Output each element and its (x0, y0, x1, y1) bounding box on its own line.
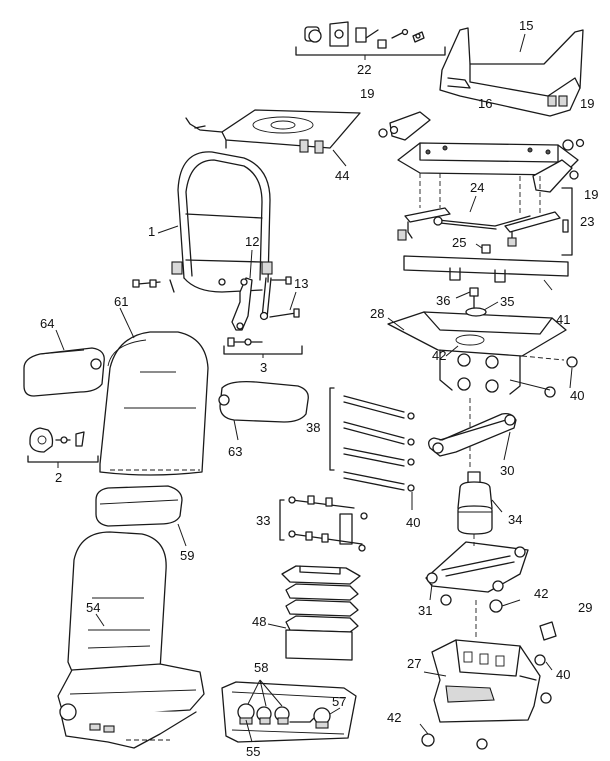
part-42-washer (421, 733, 435, 747)
part-61-backrest-cushion (99, 331, 209, 476)
backrest-bolts (132, 279, 161, 288)
callout-40-lower: 40 (556, 667, 570, 682)
part-30-scissor-link (428, 412, 517, 457)
callout-28: 28 (370, 306, 384, 321)
part-42-washer (476, 738, 488, 750)
part-34-air-spring (457, 471, 493, 535)
part-29-clip (539, 621, 557, 641)
part-59-seat-cushion (95, 485, 183, 527)
callout-15: 15 (519, 18, 533, 33)
part-28-suspension-top (387, 311, 578, 470)
callout-31: 31 (418, 603, 432, 618)
part-35-washer (465, 307, 487, 317)
callout-41: 41 (556, 312, 570, 327)
part-64-left-armrest (23, 347, 105, 397)
callout-27: 27 (407, 656, 421, 671)
callout-12: 12 (245, 234, 259, 249)
callout-19-right: 19 (580, 96, 594, 111)
callout-1: 1 (148, 224, 155, 239)
part-63-right-armrest (218, 380, 309, 423)
callout-54: 54 (86, 600, 100, 615)
callout-30: 30 (500, 463, 514, 478)
callout-38: 38 (306, 420, 320, 435)
callout-42-bottom: 42 (387, 710, 401, 725)
callout-24: 24 (470, 180, 484, 195)
callout-63: 63 (228, 444, 242, 459)
callout-19-left: 19 (360, 86, 374, 101)
callout-23: 23 (580, 214, 594, 229)
callout-29: 29 (578, 600, 592, 615)
callout-64: 64 (40, 316, 54, 331)
part-2-knob-kit (27, 427, 99, 468)
callout-16: 16 (478, 96, 492, 111)
part-22-hardware-kit (295, 21, 446, 60)
callout-40-right: 40 (570, 388, 584, 403)
callout-42-mid: 42 (534, 586, 548, 601)
callout-2: 2 (55, 470, 62, 485)
callout-13: 13 (294, 276, 308, 291)
callout-59: 59 (180, 548, 194, 563)
callout-61: 61 (114, 294, 128, 309)
part-24-adjuster-rails (397, 207, 569, 254)
part-33-bolt-kit (279, 495, 368, 552)
part-54-complete-seat (57, 531, 205, 749)
part-48-bellows-boot (281, 565, 361, 661)
part-38-rods (329, 387, 415, 492)
part-42-washer (440, 594, 452, 606)
callout-57: 57 (332, 694, 346, 709)
callout-35: 35 (500, 294, 514, 309)
part-13-bolt (269, 308, 300, 318)
callout-22: 22 (357, 62, 371, 77)
part-41-rail-strip (403, 255, 569, 291)
callout-42-top: 42 (432, 348, 446, 363)
part-1-backrest-frame (169, 151, 273, 293)
part-44-mount-plate (185, 109, 361, 167)
part-15-seat-pan-frame (439, 27, 584, 117)
part-12-recliner-link (231, 276, 292, 331)
part-55-control-panel (221, 681, 357, 743)
callout-44: 44 (335, 168, 349, 183)
callout-48: 48 (252, 614, 266, 629)
callout-55: 55 (246, 744, 260, 759)
part-42-washer (489, 599, 503, 613)
part-27-base (431, 600, 552, 723)
callout-33: 33 (256, 513, 270, 528)
callout-19-lower: 19 (584, 187, 598, 202)
callout-58: 58 (254, 660, 268, 675)
callout-34: 34 (508, 512, 522, 527)
part-3-bolt-kit (223, 337, 303, 358)
callout-40-mid: 40 (406, 515, 420, 530)
part-31-lower-scissor (425, 534, 529, 593)
callout-3: 3 (260, 360, 267, 375)
callout-36: 36 (436, 293, 450, 308)
callout-25: 25 (452, 235, 466, 250)
